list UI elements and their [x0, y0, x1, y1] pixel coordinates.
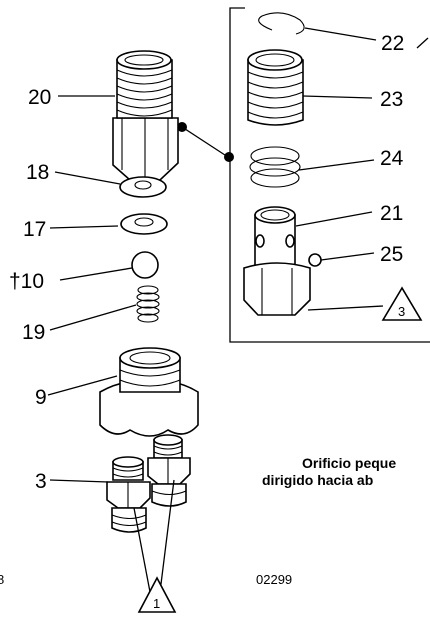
- label-part-18: 18: [26, 161, 49, 184]
- part-19-spring: [136, 285, 160, 323]
- callout-number-3: 3: [398, 304, 405, 319]
- part-23-threaded-sleeve: [247, 49, 304, 126]
- callout-triangle-3: [381, 286, 423, 321]
- part-10-ball: [131, 251, 159, 279]
- figure-number: 02299: [256, 572, 292, 587]
- note-line-1: Orificio peque: [302, 455, 396, 471]
- left-edge-digit: 8: [0, 572, 4, 587]
- part-17-washer: [120, 213, 168, 235]
- part-3-nipple-left: [106, 456, 151, 533]
- part-3-nipple-right: [147, 434, 191, 507]
- callout-triangle-1: [137, 576, 177, 613]
- assembly-bracket: [229, 7, 430, 343]
- label-part-3: 3: [35, 470, 47, 493]
- callout-number-1: 1: [153, 596, 160, 611]
- part-24-spring: [249, 146, 301, 188]
- label-part-22: 22: [381, 32, 404, 55]
- label-part-17: 17: [23, 218, 46, 241]
- label-part-19: 19: [22, 321, 45, 344]
- label-part-9: 9: [35, 386, 47, 409]
- part-25-ball: [308, 253, 322, 267]
- part-18-washer: [119, 176, 167, 198]
- leader-lines: [47, 27, 429, 593]
- part-20-fitting: [112, 50, 179, 181]
- part-9-body: [99, 347, 199, 437]
- label-part-10: †10: [9, 270, 44, 293]
- assembly-connector: [177, 122, 234, 162]
- part-22-snap-ring: [258, 12, 305, 35]
- label-part-24: 24: [380, 147, 404, 170]
- label-part-23: 23: [380, 88, 403, 111]
- label-part-20: 20: [28, 86, 51, 109]
- label-part-25: 25: [380, 243, 403, 266]
- label-part-21: 21: [380, 202, 403, 225]
- note-line-2: dirigido hacia ab: [262, 472, 373, 488]
- part-21-housing: [243, 206, 311, 316]
